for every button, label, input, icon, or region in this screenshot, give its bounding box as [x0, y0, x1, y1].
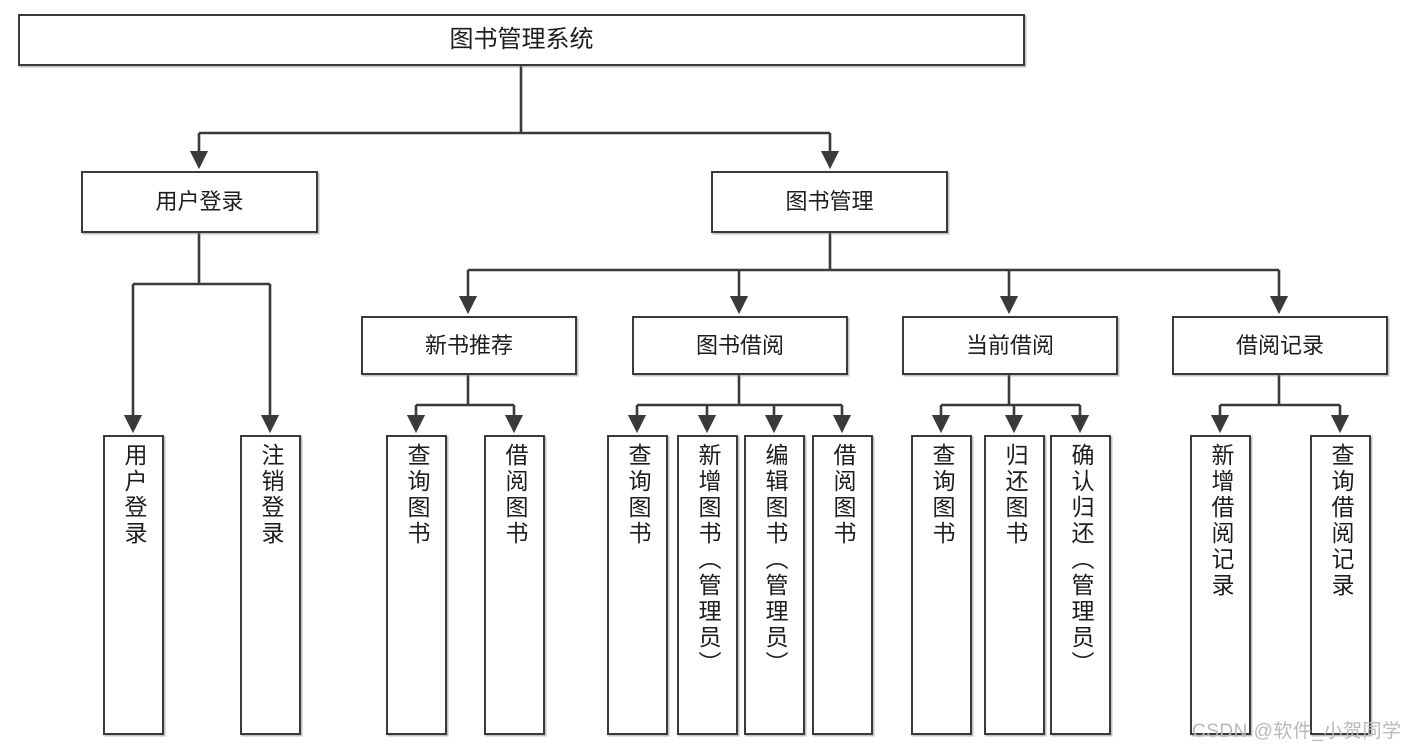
node-leaf-query-book-1-label: 查询图书	[404, 443, 430, 547]
node-leaf-query-borrow-record[interactable]: 查询借阅记录	[1310, 435, 1371, 735]
node-leaf-borrow-book-2[interactable]: 借阅图书	[812, 435, 873, 735]
node-borrow-record-label: 借阅记录	[1235, 332, 1324, 358]
node-book-management-label: 图书管理	[785, 189, 874, 215]
node-leaf-query-book-3[interactable]: 查询图书	[911, 435, 972, 735]
node-current-borrow-label: 当前借阅	[965, 332, 1054, 358]
node-leaf-edit-book-admin-label: 编辑图书（管理员）	[762, 443, 788, 677]
node-leaf-query-book-1[interactable]: 查询图书	[386, 435, 447, 735]
node-leaf-query-book-2[interactable]: 查询图书	[607, 435, 668, 735]
node-root[interactable]: 图书管理系统	[18, 14, 1025, 66]
node-borrow-record[interactable]: 借阅记录	[1172, 316, 1388, 375]
node-book-borrow-label: 图书借阅	[695, 332, 784, 358]
node-leaf-return-book[interactable]: 归还图书	[984, 435, 1045, 735]
node-leaf-borrow-book-1[interactable]: 借阅图书	[484, 435, 545, 735]
node-leaf-user-logout[interactable]: 注销登录	[240, 435, 301, 735]
node-root-label: 图书管理系统	[449, 25, 594, 53]
node-leaf-user-login-label: 用户登录	[121, 443, 147, 547]
watermark: CSDN @软件_小贺同学	[1192, 721, 1402, 742]
node-leaf-add-borrow-record[interactable]: 新增借阅记录	[1190, 435, 1251, 735]
node-leaf-query-book-3-label: 查询图书	[929, 443, 955, 547]
node-book-borrow[interactable]: 图书借阅	[632, 316, 848, 375]
node-leaf-user-logout-label: 注销登录	[258, 443, 284, 547]
node-leaf-add-borrow-record-label: 新增借阅记录	[1208, 443, 1234, 599]
node-leaf-confirm-return-admin-label: 确认归还（管理员）	[1068, 443, 1094, 677]
node-leaf-query-book-2-label: 查询图书	[625, 443, 651, 547]
node-leaf-user-login[interactable]: 用户登录	[103, 435, 164, 735]
node-leaf-borrow-book-1-label: 借阅图书	[502, 443, 528, 547]
node-leaf-edit-book-admin[interactable]: 编辑图书（管理员）	[744, 435, 805, 735]
node-user-login[interactable]: 用户登录	[81, 171, 318, 233]
node-leaf-query-borrow-record-label: 查询借阅记录	[1328, 443, 1354, 599]
node-new-book-recommend-label: 新书推荐	[424, 332, 513, 358]
node-leaf-return-book-label: 归还图书	[1002, 443, 1028, 547]
node-user-login-label: 用户登录	[155, 189, 244, 215]
node-leaf-confirm-return-admin[interactable]: 确认归还（管理员）	[1050, 435, 1111, 735]
node-leaf-add-book-admin[interactable]: 新增图书（管理员）	[677, 435, 738, 735]
node-leaf-borrow-book-2-label: 借阅图书	[830, 443, 856, 547]
node-book-management[interactable]: 图书管理	[711, 171, 948, 233]
node-new-book-recommend[interactable]: 新书推荐	[361, 316, 577, 375]
node-current-borrow[interactable]: 当前借阅	[902, 316, 1118, 375]
node-leaf-add-book-admin-label: 新增图书（管理员）	[695, 443, 721, 677]
